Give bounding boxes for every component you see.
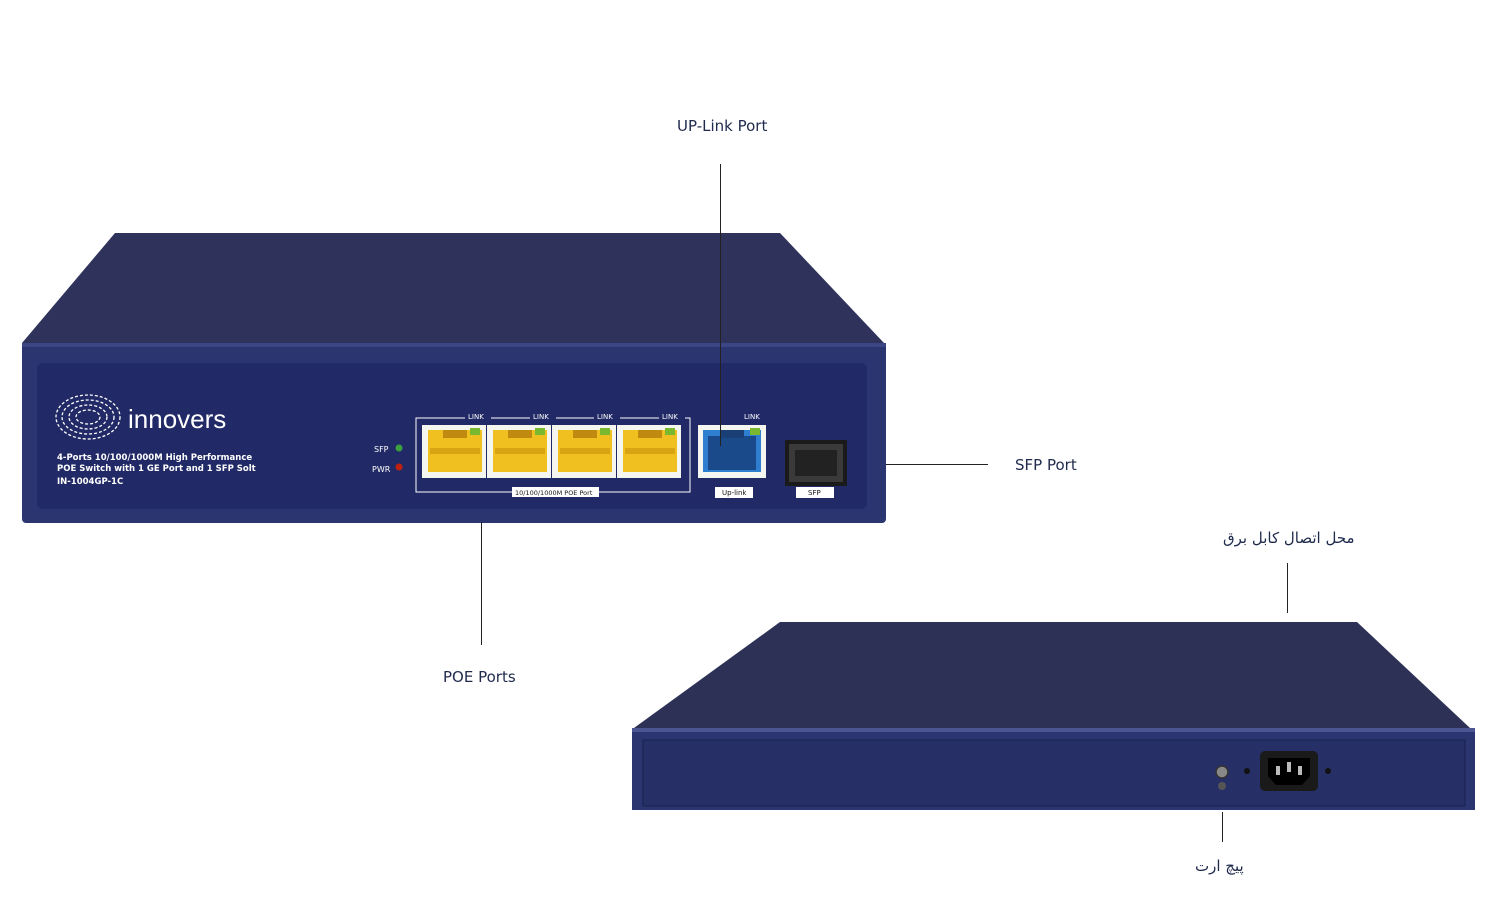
poe-port-2 bbox=[487, 425, 551, 478]
mount-hole-right bbox=[1325, 768, 1331, 774]
link-label-4: LINK bbox=[662, 413, 678, 421]
poe-port-1 bbox=[422, 425, 486, 478]
ground-callout: پیچ ارت bbox=[1195, 857, 1244, 875]
uplink-port bbox=[698, 425, 766, 478]
innovers-logo-icon bbox=[55, 394, 121, 440]
rear-panel bbox=[642, 739, 1466, 807]
sfp-label: SFP bbox=[808, 489, 821, 497]
led-sfp-label: SFP bbox=[374, 445, 389, 454]
sfp-leader-line bbox=[886, 464, 988, 465]
poe-port-3 bbox=[552, 425, 616, 478]
description-line2: POE Switch with 1 GE Port and 1 SFP Solt bbox=[57, 464, 256, 474]
brand-name: innovers bbox=[128, 404, 226, 434]
uplink-label-bg bbox=[715, 487, 753, 498]
uplink-callout: UP-Link Port bbox=[677, 117, 768, 135]
link-label-3: LINK bbox=[597, 413, 613, 421]
led-sfp bbox=[395, 444, 403, 452]
sfp-label-bg bbox=[796, 487, 834, 498]
ground-screw-icon bbox=[1215, 765, 1229, 790]
rear-switch bbox=[632, 622, 1475, 810]
link-label-uplink: LINK bbox=[744, 413, 760, 421]
uplink-leader-line bbox=[720, 164, 721, 446]
description-line1: 4-Ports 10/100/1000M High Performance bbox=[57, 453, 252, 463]
link-label-1: LINK bbox=[468, 413, 484, 421]
rear-switch-top bbox=[634, 622, 1470, 728]
poe-group-label-bg bbox=[512, 487, 599, 497]
led-pwr-label: PWR bbox=[372, 465, 391, 474]
model-number: IN-1004GP-1C bbox=[57, 477, 123, 487]
power-socket-icon bbox=[1260, 751, 1318, 791]
power-callout: محل اتصال کابل برق bbox=[1223, 529, 1355, 547]
power-leader-line bbox=[1287, 563, 1288, 613]
poe-callout: POE Ports bbox=[443, 668, 516, 686]
poe-group-label: 10/100/1000M POE Port bbox=[515, 489, 593, 497]
poe-port-4 bbox=[617, 425, 681, 478]
sfp-callout: SFP Port bbox=[1015, 456, 1077, 474]
mount-hole-left bbox=[1244, 768, 1250, 774]
ground-leader-line bbox=[1222, 812, 1223, 842]
front-switch-top bbox=[22, 233, 884, 343]
sfp-port bbox=[785, 440, 847, 486]
uplink-label: Up-link bbox=[722, 489, 747, 497]
front-switch: innovers 4-Ports 10/100/1000M High Perfo… bbox=[22, 233, 886, 523]
link-label-2: LINK bbox=[533, 413, 549, 421]
poe-leader-line bbox=[481, 522, 482, 645]
led-pwr bbox=[395, 463, 403, 471]
